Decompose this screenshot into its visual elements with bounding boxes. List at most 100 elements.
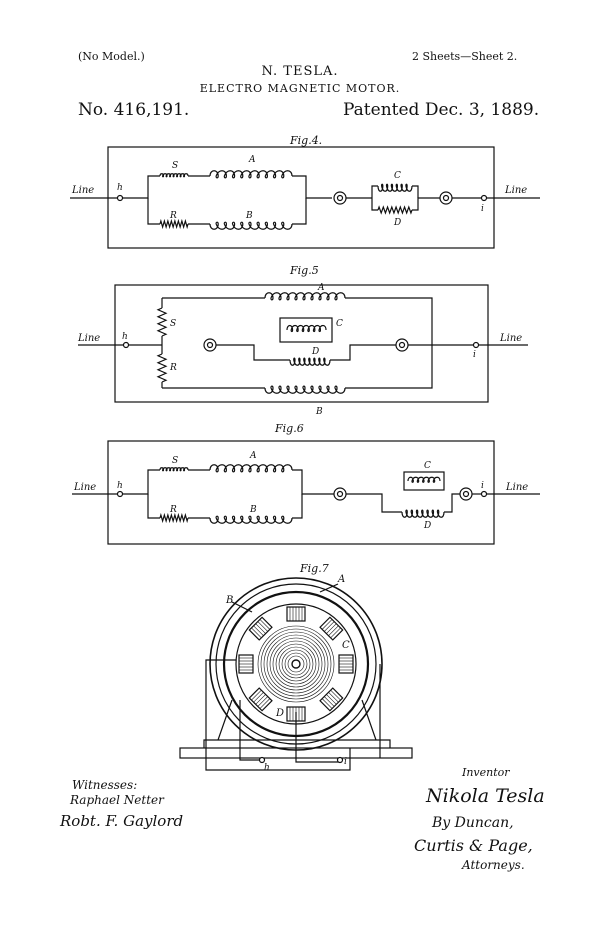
fig7-armature-winding: [260, 628, 332, 700]
fig6-coil-S: [159, 467, 189, 472]
fig5-frame: [114, 284, 489, 403]
fig5-label-C: C: [336, 319, 343, 329]
fig7-armature-winding: [275, 643, 317, 685]
fig7-pole-winding: [259, 619, 271, 630]
fig7-pole-winding: [324, 696, 335, 707]
fig6-generator-hub: [336, 490, 344, 498]
figure-7: Fig.7 A B C D h i: [179, 562, 413, 773]
no-model-note: (No Model.): [78, 50, 145, 63]
fig7-armature: [257, 625, 335, 703]
invention-title: ELECTRO MAGNETIC MOTOR.: [199, 82, 401, 95]
fig5-generator-2: [395, 338, 409, 352]
fig5-label-R: R: [169, 363, 177, 373]
fig7-base-leg-left: [217, 699, 233, 741]
fig5-label-D: D: [311, 347, 319, 357]
fig4-label-A: A: [248, 155, 256, 165]
fig7-pole-pieces: [238, 606, 354, 722]
fig4-terminal-i: [480, 194, 488, 202]
fig7-pole-winding: [257, 696, 268, 707]
inventor-name-title: N. TESLA.: [261, 64, 339, 79]
fig5-coil-C-box: [279, 317, 333, 343]
fig6-coil-C-box: [403, 471, 445, 491]
fig4-label-S: S: [172, 161, 178, 171]
fig4-coil-B: [209, 221, 293, 230]
fig4-label-i: i: [481, 204, 484, 214]
fig7-terminal-h: [258, 756, 266, 764]
fig7-leader-B: [231, 601, 253, 613]
fig7-wire: [205, 659, 351, 771]
inventor-label: Inventor: [462, 766, 510, 779]
fig7-pole-winding: [255, 623, 266, 634]
fig6-label-S: S: [172, 456, 178, 466]
fig7-pole-winding: [257, 621, 268, 632]
fig6-generator-2: [459, 487, 473, 501]
fig5-label-h: h: [122, 332, 128, 342]
fig4-generator-hub: [336, 194, 344, 202]
fig7-label-h: h: [264, 763, 270, 773]
fig5-coil-B: [264, 385, 346, 394]
fig7-armature-winding: [266, 634, 326, 694]
fig6-wire: [346, 493, 402, 513]
fig6-resistor-R: [159, 512, 189, 524]
fig4-generator-2-hub: [442, 194, 450, 202]
fig6-frame: [107, 440, 495, 545]
fig6-label-h: h: [117, 481, 123, 491]
fig4-label-C: C: [394, 171, 401, 181]
fig7-label-A: A: [337, 574, 345, 585]
fig7-pole-winding: [251, 689, 262, 701]
fig7-pole-winding: [259, 698, 271, 709]
fig5-wire: [330, 344, 396, 361]
fig4-coil-S: [159, 173, 189, 178]
fig5-coil-C: [286, 324, 327, 333]
attorney-line-2: Curtis & Page,: [414, 836, 533, 855]
fig5-label-B: B: [315, 407, 323, 417]
fig5-label-i: i: [473, 350, 476, 360]
fig5-generator: [203, 338, 217, 352]
fig5-label-A: A: [317, 283, 325, 293]
fig7-armature-winding: [257, 625, 335, 703]
fig7-pole-winding: [326, 694, 337, 705]
fig4-wire: [371, 198, 378, 211]
fig7-pole-winding: [255, 694, 266, 705]
witness-signature-1: Raphael Netter: [70, 793, 164, 807]
fig7-pole-winding: [326, 623, 337, 634]
witnesses-label: Witnesses:: [72, 778, 138, 792]
fig7-title: Fig.7: [299, 562, 329, 575]
fig7-pole-winding: [251, 627, 262, 639]
fig7-base-top: [203, 739, 391, 748]
fig5-coil-A: [264, 292, 346, 301]
fig4-resistor-R: [159, 218, 189, 230]
fig4-coil-C: [377, 183, 413, 192]
fig7-armature-winding: [263, 631, 329, 697]
fig6-label-B: B: [249, 505, 257, 515]
fig4-terminal-h: [116, 194, 124, 202]
fig6-label-A: A: [249, 451, 257, 461]
fig7-label-C: C: [342, 640, 350, 651]
fig7-wire: [239, 700, 260, 761]
fig4-lower-branch-start: [147, 198, 160, 225]
figure-6: Fig.6 Line Line h i S A R B D C: [72, 422, 540, 545]
fig7-pole-winding: [328, 692, 339, 703]
fig6-wire: [292, 469, 334, 495]
fig6-coil-C: [407, 476, 441, 483]
fig7-pole-winding: [321, 619, 333, 630]
fig6-label-R: R: [169, 505, 177, 515]
fig7-pole-winding: [321, 698, 333, 709]
fig4-generator-2: [439, 191, 453, 205]
fig4-title: Fig.4.: [289, 134, 322, 147]
fig7-wire: [295, 712, 340, 763]
fig7-label-B: B: [225, 595, 233, 606]
fig5-line-left-label: Line: [77, 333, 100, 344]
fig4-wire: [412, 197, 440, 211]
figure-4: Fig.4. Line Line h i S A R B: [70, 134, 540, 249]
fig6-wire: [122, 469, 160, 495]
fig6-wire: [292, 494, 303, 519]
fig6-label-i: i: [481, 481, 484, 491]
fig7-pole-winding: [330, 689, 341, 701]
fig7-pole-winding: [330, 627, 341, 639]
inventor-signature: Nikola Tesla: [426, 785, 545, 807]
fig6-coil-A: [209, 464, 293, 473]
fig7-pole-winding: [328, 625, 339, 636]
fig4-upper-branch-start: [122, 175, 160, 199]
